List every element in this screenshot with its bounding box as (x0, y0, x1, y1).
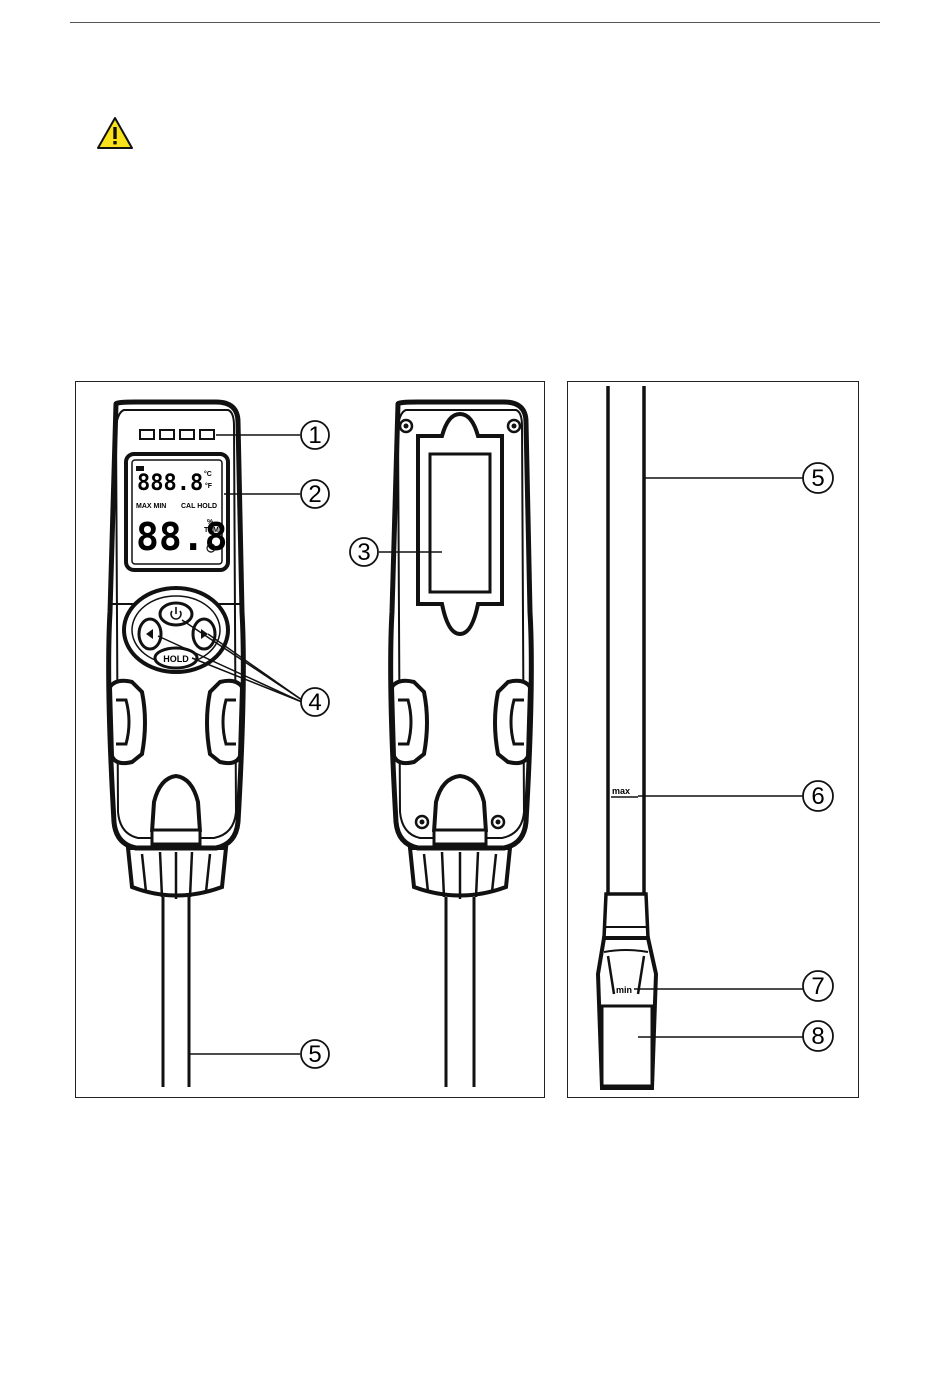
device-front-back-panel: 888.8 °C °F MAX MIN CAL HOLD 88.8 % TPM … (75, 381, 545, 1098)
header-rule (70, 22, 880, 23)
svg-text:2: 2 (308, 481, 321, 508)
svg-text:5: 5 (308, 1041, 321, 1068)
callout-8: 8 (638, 1021, 833, 1051)
probe-min-mark: min (616, 985, 632, 995)
callout-5: 5 (189, 1040, 329, 1068)
sensor-window (602, 1006, 652, 1086)
device-back-view (391, 402, 532, 1087)
callout-6: 6 (638, 781, 833, 811)
svg-text:4: 4 (308, 689, 321, 716)
lcd-max-min: MAX MIN (136, 503, 166, 510)
probe-view: max min (598, 386, 656, 1088)
lcd-lower-digits: 88.8 (136, 515, 228, 559)
lcd-cal-hold: CAL HOLD (181, 503, 217, 510)
svg-text:1: 1 (308, 422, 321, 449)
probe-max-mark: max (612, 786, 630, 796)
lcd-unit-tpm: TPM (204, 527, 219, 534)
probe-panel: max min 5 6 7 8 (567, 381, 859, 1098)
lcd-unit-c: °C (204, 470, 212, 478)
hold-button-label: HOLD (163, 654, 189, 664)
svg-text:8: 8 (811, 1023, 824, 1050)
lcd-upper-digits: 888.8 (137, 471, 203, 496)
svg-text:7: 7 (811, 973, 824, 1000)
device-front-view: 888.8 °C °F MAX MIN CAL HOLD 88.8 % TPM … (109, 402, 244, 1087)
lcd-unit-percent: % (207, 519, 214, 526)
callout-7: 7 (634, 971, 833, 1001)
svg-text:3: 3 (357, 539, 370, 566)
svg-text:5: 5 (811, 465, 824, 492)
svg-text:6: 6 (811, 783, 824, 810)
callout-5-probe: 5 (644, 463, 833, 493)
lcd-unit-f: °F (205, 482, 213, 490)
warning-triangle-icon (96, 116, 134, 150)
